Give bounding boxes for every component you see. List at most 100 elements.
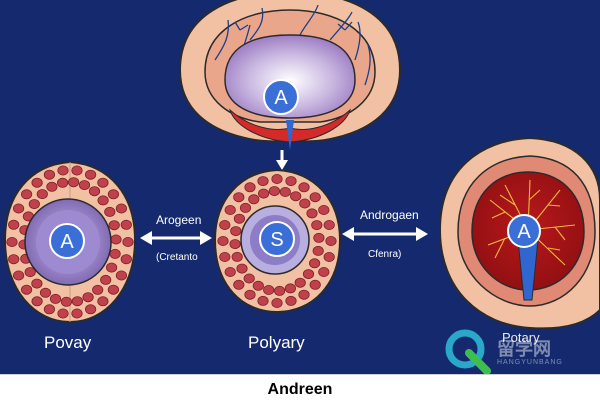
cell-dot	[299, 198, 311, 209]
cell-dot	[120, 254, 132, 265]
cell-dot	[271, 173, 283, 184]
cell-dot	[82, 292, 94, 303]
cell-dot	[56, 177, 69, 188]
cell-dot	[239, 202, 252, 213]
cell-dot	[100, 274, 112, 285]
right-caption: Potary	[502, 330, 540, 345]
cell-dot	[57, 308, 69, 319]
left-arrow-label-top: Arogeen	[156, 213, 202, 227]
cell-dot	[21, 284, 33, 295]
cell-dot	[244, 289, 256, 300]
cell-dot	[36, 189, 48, 200]
cell-dot	[309, 192, 321, 203]
cell-dot	[57, 165, 69, 176]
cell-dot	[224, 266, 236, 277]
diagram-canvas: A A S	[0, 0, 600, 374]
cell-dot	[224, 204, 236, 215]
cell-dot	[68, 177, 80, 188]
cell-dot	[308, 258, 321, 269]
cell-dot	[120, 219, 132, 230]
cell-dot	[243, 273, 255, 284]
cell-dot	[49, 293, 62, 304]
cell-dot	[110, 234, 122, 245]
cell-dot	[31, 177, 43, 188]
footer-title: Andreen	[267, 381, 333, 398]
cell-dot	[313, 232, 325, 243]
badge-right-letter: A	[517, 221, 531, 243]
left-cell-dots	[6, 165, 134, 319]
cell-dot	[236, 263, 248, 274]
cell-dot	[233, 279, 245, 290]
cell-dot	[233, 192, 245, 203]
cell-dot	[298, 182, 310, 193]
cell-dot	[106, 262, 118, 273]
cell-dot	[46, 181, 58, 192]
badge-center-letter: S	[270, 229, 283, 251]
cell-dot	[257, 295, 269, 306]
cell-dot	[88, 186, 101, 197]
cell-dot	[302, 269, 315, 280]
cell-dot	[257, 188, 270, 199]
cell-dot	[248, 194, 260, 205]
cell-dot	[107, 189, 120, 200]
cell-dot	[273, 285, 286, 296]
cell-dot	[85, 169, 97, 180]
cell-dot	[231, 251, 243, 262]
cell-dot	[279, 186, 291, 197]
cell-dot	[43, 304, 56, 315]
top-organ: A	[178, 0, 402, 150]
cell-dot	[8, 254, 20, 265]
cell-dot	[71, 308, 83, 319]
cell-dot	[230, 226, 242, 237]
left-follicle: A	[3, 160, 137, 324]
cell-dot	[97, 296, 109, 307]
cell-dot	[268, 186, 280, 197]
cell-dot	[31, 296, 43, 307]
watermark: 留学网 HANGYUNBANG	[443, 327, 583, 374]
left-arrow-label-bottom: (Cretanto	[156, 252, 198, 263]
center-ovary: S	[213, 168, 342, 314]
cell-dot	[31, 278, 43, 289]
cell-dot	[78, 180, 91, 191]
cell-dot	[97, 195, 109, 206]
right-gland: A	[438, 136, 600, 330]
cell-dot	[217, 235, 229, 246]
cell-dot	[24, 267, 36, 278]
cell-dot	[71, 296, 84, 307]
left-double-arrow	[140, 231, 212, 245]
diagram-svg: A A S	[3, 0, 600, 330]
cell-dot	[284, 283, 296, 294]
cell-dot	[108, 220, 120, 231]
badge-top-letter: A	[274, 87, 288, 109]
cell-dot	[71, 165, 83, 176]
cell-dot	[92, 284, 104, 295]
cell-dot	[104, 206, 116, 217]
cell-dot	[21, 189, 33, 200]
cell-dot	[13, 270, 25, 281]
cell-dot	[107, 284, 120, 295]
cell-dot	[285, 295, 297, 306]
cell-dot	[298, 289, 310, 300]
cell-dot	[285, 176, 297, 187]
cell-dot	[290, 191, 302, 202]
cell-dot	[219, 219, 231, 230]
cell-dot	[323, 251, 335, 262]
cell-dot	[115, 270, 128, 281]
cell-dot	[309, 279, 321, 290]
down-arrow	[276, 150, 288, 170]
cell-dot	[252, 280, 264, 291]
cell-dot	[8, 219, 20, 230]
watermark-text: 留学网	[497, 339, 551, 360]
cell-dot	[43, 169, 56, 180]
cell-dot	[109, 248, 121, 259]
cell-dot	[219, 251, 231, 262]
badge-left	[49, 223, 85, 259]
cell-dot	[229, 239, 241, 250]
cell-dot	[312, 245, 324, 256]
badge-left-letter: A	[60, 231, 74, 253]
cell-dot	[85, 304, 97, 315]
footer-bar: Andreen	[0, 374, 600, 401]
cell-dot	[28, 199, 40, 210]
right-arrow-label-bottom: Cfenra)	[368, 249, 402, 260]
cell-dot	[318, 266, 330, 277]
